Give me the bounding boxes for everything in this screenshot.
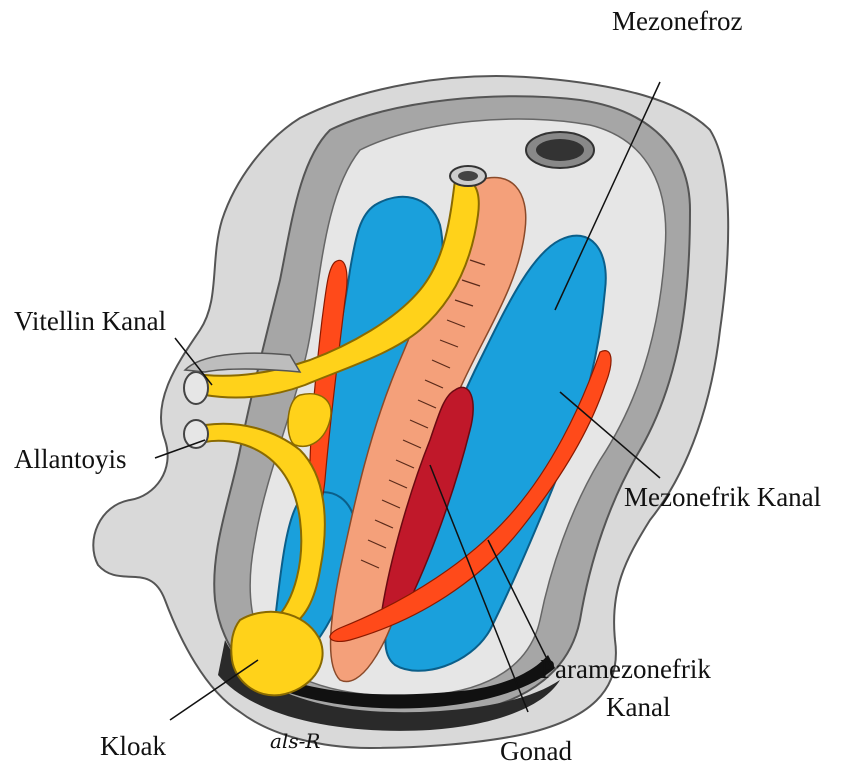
artist-signature: als-R	[270, 729, 320, 753]
label-mezonefroz: Mezonefroz	[612, 6, 742, 36]
label-paramezonefrik-line2: Kanal	[606, 692, 670, 722]
label-vitellin-kanal: Vitellin Kanal	[14, 306, 166, 336]
aorta-lumen	[536, 139, 584, 161]
yellow-cloaca	[231, 612, 322, 696]
label-paramezonefrik-line1: Paramezonefrik	[540, 654, 711, 684]
label-allantoyis: Allantoyis	[14, 444, 127, 474]
vitelline-opening	[184, 372, 208, 404]
label-mezonefrik-kanal: Mezonefrik Kanal	[624, 482, 821, 512]
gut-lumen	[458, 171, 478, 181]
label-gonad: Gonad	[500, 736, 572, 766]
label-kloak: Kloak	[100, 731, 166, 761]
